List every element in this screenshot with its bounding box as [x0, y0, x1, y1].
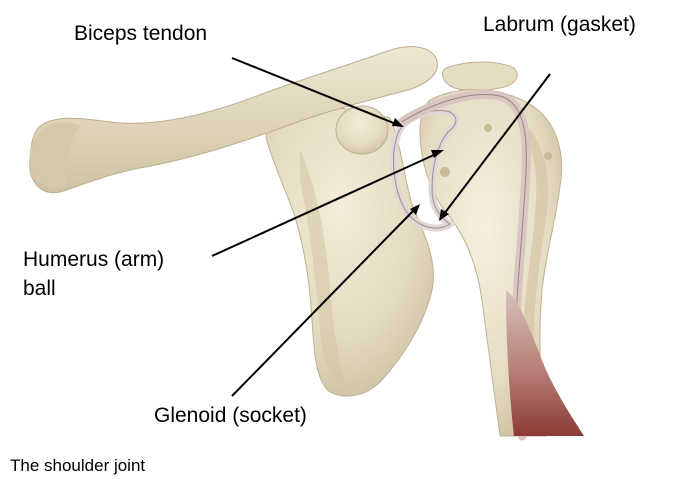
label-labrum: Labrum (gasket) [483, 13, 636, 36]
acromion [443, 62, 518, 91]
humerus-tubercle-3 [544, 152, 552, 160]
biceps-muscle [506, 290, 584, 436]
label-glenoid: Glenoid (socket) [154, 404, 307, 427]
label-humerus-line1: Humerus (arm) [23, 248, 164, 271]
coracoid [336, 106, 388, 154]
humerus-tubercle-2 [484, 124, 492, 132]
label-biceps-tendon: Biceps tendon [74, 22, 207, 45]
figure-caption: The shoulder joint [10, 456, 145, 475]
humerus-tubercle [440, 167, 450, 177]
label-humerus-line2: ball [23, 277, 56, 300]
